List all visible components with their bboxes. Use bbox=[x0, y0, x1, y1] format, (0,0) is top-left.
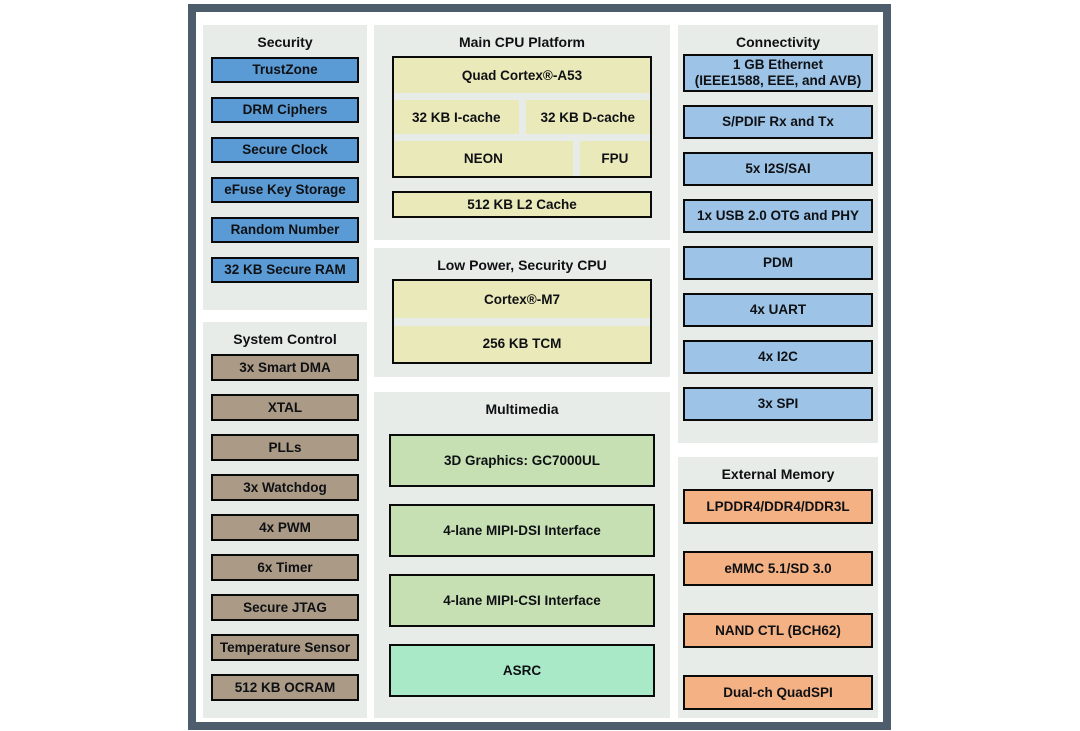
block-drm-ciphers: DRM Ciphers bbox=[211, 97, 359, 123]
block-temperature-sensor: Temperature Sensor bbox=[211, 634, 359, 661]
system-control-panel-title: System Control bbox=[233, 331, 337, 347]
cell-dcache: 32 KB D-cache bbox=[525, 99, 650, 135]
cell-fpu: FPU bbox=[579, 141, 650, 177]
security-block-stack: TrustZone DRM Ciphers Secure Clock eFuse… bbox=[203, 57, 367, 283]
external-memory-panel-title: External Memory bbox=[721, 466, 835, 482]
block-mipi-dsi: 4-lane MIPI-DSI Interface bbox=[389, 504, 655, 557]
external-memory-block-stack: LPDDR4/DDR4/DDR3L eMMC 5.1/SD 3.0 NAND C… bbox=[678, 489, 878, 710]
block-trustzone: TrustZone bbox=[211, 57, 359, 83]
block-pwm: 4x PWM bbox=[211, 514, 359, 541]
block-uart: 4x UART bbox=[683, 293, 873, 327]
block-ethernet: 1 GB Ethernet (IEEE1588, EEE, and AVB) bbox=[683, 54, 873, 92]
block-xtal: XTAL bbox=[211, 394, 359, 421]
main-cpu-inner: Quad Cortex®-A53 32 KB I-cache 32 KB D-c… bbox=[392, 56, 652, 218]
system-control-panel: System Control 3x Smart DMA XTAL PLLs 3x… bbox=[203, 322, 367, 718]
connectivity-panel: Connectivity 1 GB Ethernet (IEEE1588, EE… bbox=[678, 25, 878, 443]
security-panel: Security TrustZone DRM Ciphers Secure Cl… bbox=[203, 25, 367, 310]
block-cortex-m7: Cortex®-M7 256 KB TCM bbox=[392, 279, 652, 364]
cell-icache: 32 KB I-cache bbox=[394, 99, 519, 135]
block-asrc: ASRC bbox=[389, 644, 655, 697]
block-3d-graphics: 3D Graphics: GC7000UL bbox=[389, 434, 655, 487]
block-spdif: S/PDIF Rx and Tx bbox=[683, 105, 873, 139]
block-secure-jtag: Secure JTAG bbox=[211, 594, 359, 621]
block-mipi-csi: 4-lane MIPI-CSI Interface bbox=[389, 574, 655, 627]
block-secure-clock: Secure Clock bbox=[211, 137, 359, 163]
block-usb-otg: 1x USB 2.0 OTG and PHY bbox=[683, 199, 873, 233]
cell-tcm: 256 KB TCM bbox=[394, 325, 650, 362]
block-i2s-sai: 5x I2S/SAI bbox=[683, 152, 873, 186]
block-i2c: 4x I2C bbox=[683, 340, 873, 374]
block-spi: 3x SPI bbox=[683, 387, 873, 421]
security-panel-title: Security bbox=[257, 34, 313, 50]
block-quadspi: Dual-ch QuadSPI bbox=[683, 675, 873, 710]
block-ocram: 512 KB OCRAM bbox=[211, 674, 359, 701]
connectivity-block-stack: 1 GB Ethernet (IEEE1588, EEE, and AVB) S… bbox=[678, 54, 878, 421]
block-efuse-key-storage: eFuse Key Storage bbox=[211, 177, 359, 203]
connectivity-panel-title: Connectivity bbox=[735, 34, 820, 50]
block-watchdog: 3x Watchdog bbox=[211, 474, 359, 501]
system-control-block-stack: 3x Smart DMA XTAL PLLs 3x Watchdog 4x PW… bbox=[203, 354, 367, 701]
main-cpu-panel-title: Main CPU Platform bbox=[458, 34, 585, 50]
cortex-m7-label: Cortex®-M7 bbox=[394, 281, 650, 318]
block-plls: PLLs bbox=[211, 434, 359, 461]
cell-neon: NEON bbox=[394, 141, 573, 177]
block-l2-cache: 512 KB L2 Cache bbox=[392, 191, 652, 218]
external-memory-panel: External Memory LPDDR4/DDR4/DDR3L eMMC 5… bbox=[678, 457, 878, 718]
quad-cortex-a53-label: Quad Cortex®-A53 bbox=[394, 58, 650, 93]
block-emmc-sd: eMMC 5.1/SD 3.0 bbox=[683, 551, 873, 586]
block-lpddr4: LPDDR4/DDR4/DDR3L bbox=[683, 489, 873, 524]
block-secure-ram: 32 KB Secure RAM bbox=[211, 257, 359, 283]
block-quad-cortex-a53: Quad Cortex®-A53 32 KB I-cache 32 KB D-c… bbox=[392, 56, 652, 178]
multimedia-panel: Multimedia 3D Graphics: GC7000UL 4-lane … bbox=[374, 392, 670, 718]
low-power-cpu-panel: Low Power, Security CPU Cortex®-M7 256 K… bbox=[374, 248, 670, 377]
multimedia-panel-title: Multimedia bbox=[485, 401, 559, 417]
block-smart-dma: 3x Smart DMA bbox=[211, 354, 359, 381]
low-power-cpu-panel-title: Low Power, Security CPU bbox=[437, 257, 607, 273]
low-power-inner: Cortex®-M7 256 KB TCM bbox=[392, 279, 652, 364]
block-timer: 6x Timer bbox=[211, 554, 359, 581]
block-pdm: PDM bbox=[683, 246, 873, 280]
main-cpu-panel: Main CPU Platform Quad Cortex®-A53 32 KB… bbox=[374, 25, 670, 240]
block-random-number: Random Number bbox=[211, 217, 359, 243]
block-nand-ctl: NAND CTL (BCH62) bbox=[683, 613, 873, 648]
multimedia-block-stack: 3D Graphics: GC7000UL 4-lane MIPI-DSI In… bbox=[374, 434, 670, 697]
